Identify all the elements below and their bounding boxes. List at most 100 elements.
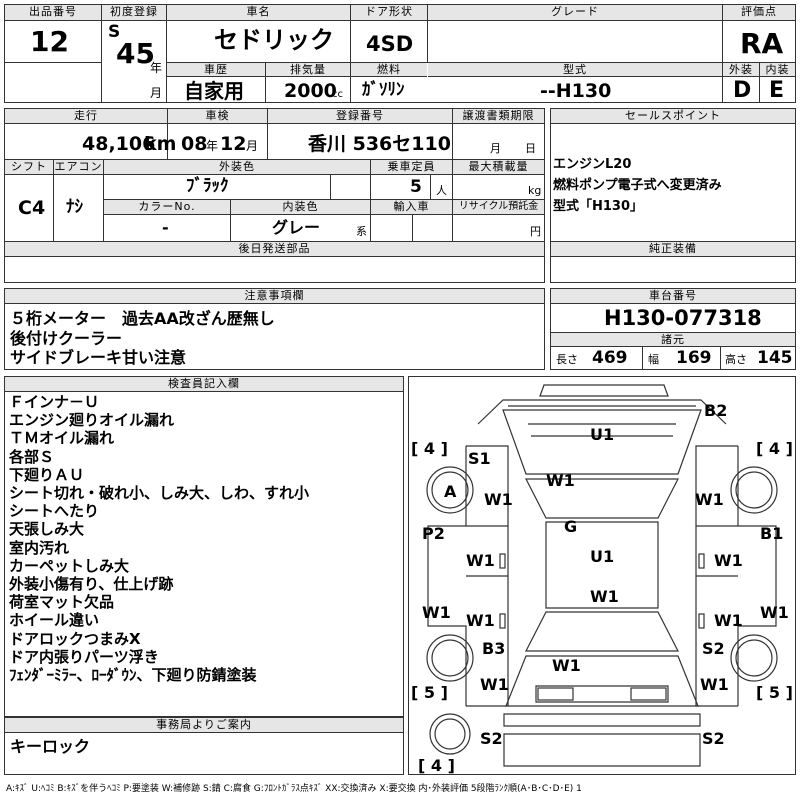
transfer-label: 譲渡書類期限 <box>453 109 544 124</box>
later-parts-label: 後日発送部品 <box>5 242 544 257</box>
sales-line: 燃料ポンプ電子式へ変更済み <box>553 178 722 193</box>
spare-wheel <box>429 713 471 755</box>
mark-b2: B2 <box>704 401 727 420</box>
inspector-line: カーペットしみ大 <box>9 556 130 575</box>
plate-label: 登録番号 <box>268 109 452 124</box>
displacement: 2000 <box>284 80 337 102</box>
rear-panel <box>503 733 701 767</box>
sales-point-label: セールスポイント <box>551 109 795 124</box>
interior-label: 内装 <box>760 63 795 77</box>
notes-line: サイドブレーキ甘い注意 <box>10 348 187 367</box>
chassis-box <box>550 288 796 370</box>
inspector-line: 下廻りＡＵ <box>9 465 85 484</box>
width: 169 <box>676 348 712 368</box>
wheel-rear-left <box>426 634 474 682</box>
genuine-box <box>550 241 796 283</box>
mileage: 48,106 <box>82 133 156 155</box>
inspector-line: シートへたり <box>9 502 100 521</box>
dims-label: 諸元 <box>551 333 795 347</box>
capacity: 5 <box>410 177 422 197</box>
header-table <box>4 4 796 103</box>
front-bumper <box>539 384 669 397</box>
genuine-label: 純正装備 <box>551 242 795 257</box>
plate-number: 香川 536セ110 <box>308 133 451 155</box>
mark-w1-roof: W1 <box>590 587 619 606</box>
mark-s1: S1 <box>468 449 491 468</box>
grade-label: グレード <box>428 5 722 21</box>
wheel-front-right <box>730 466 778 514</box>
chassis-number: H130-077318 <box>604 306 762 330</box>
office-line: キーロック <box>10 737 91 756</box>
mark-w1-rl2: W1 <box>480 675 509 694</box>
windshield <box>525 478 679 519</box>
mark-s2-rear: S2 <box>702 639 725 658</box>
door-label: ドア形状 <box>351 5 427 21</box>
first-reg-year: 45 <box>116 37 155 70</box>
inspection-month: 12 <box>220 133 247 155</box>
notes-line: ５桁メーター 過去AA改ざん歴無し <box>10 309 275 328</box>
displacement-label: 排気量 <box>266 63 350 77</box>
import-label: 輸入車 <box>371 200 452 215</box>
sales-line: 型式「H130」 <box>553 199 644 214</box>
office-lines: キーロック <box>10 737 91 756</box>
mark-a: A <box>444 482 457 501</box>
tire-front-left: [ 4 ] <box>411 439 448 458</box>
inspector-box <box>4 376 404 717</box>
notes-label: 注意事項欄 <box>5 289 544 304</box>
rear-bumper <box>503 713 701 727</box>
left-side <box>427 446 467 706</box>
mark-b3: B3 <box>482 639 505 658</box>
hood <box>502 409 702 475</box>
inspection-label: 車検 <box>168 109 267 124</box>
inspector-line: 外装小傷有り、仕上げ跡 <box>9 575 174 594</box>
front-outline <box>477 399 727 425</box>
interior-color: グレー <box>272 218 321 237</box>
shift: C4 <box>18 197 46 219</box>
color-label: 外装色 <box>104 160 370 175</box>
height: 145 <box>757 348 793 368</box>
mark-s2-br: S2 <box>702 729 725 748</box>
load-label: 最大積載量 <box>453 160 544 175</box>
inspector-line: エンジン廻りオイル漏れ <box>9 411 175 430</box>
exterior-grade: D <box>733 78 752 103</box>
notes-line: 後付けクーラー <box>10 328 123 348</box>
chassis-label: 車台番号 <box>551 289 795 304</box>
right-side <box>737 446 777 706</box>
roof <box>545 521 659 609</box>
wheel-rear-right <box>730 634 778 682</box>
model-name: セドリック <box>214 26 334 54</box>
lot-no: 12 <box>30 25 69 58</box>
mark-p2: P2 <box>422 524 445 543</box>
trunk <box>505 655 699 707</box>
model-code-label: 型式 <box>428 63 722 77</box>
color-no-label: カラーNo. <box>104 200 230 215</box>
mark-w1-rr: W1 <box>760 603 789 622</box>
door-type: 4SD <box>366 32 414 56</box>
color-no: - <box>162 218 169 237</box>
wheel-front-left <box>426 466 474 514</box>
length: 469 <box>592 348 628 368</box>
mark-w1-door-l2: W1 <box>466 611 495 630</box>
tire-front-right: [ 4 ] <box>756 439 793 458</box>
inspector-line: 各部Ｓ <box>9 447 55 466</box>
rear-glass <box>525 611 679 652</box>
mark-w1-trunk: W1 <box>552 656 581 675</box>
inspector-line: ﾌｪﾝﾀﾞｰﾐﾗｰ、ﾛｰﾀﾞｳﾝ、下廻り防錆塗装 <box>9 666 257 685</box>
notes-lines: ５桁メーター 過去AA改ざん歴無し 後付けクーラー サイドブレーキ甘い注意 <box>10 309 275 368</box>
capacity-label: 乗車定員 <box>371 160 452 175</box>
ac: ﾅｼ <box>66 197 83 217</box>
inspector-label: 検査員記入欄 <box>5 377 403 392</box>
mark-w1-fr: W1 <box>695 490 724 509</box>
mark-w1-rr2: W1 <box>700 675 729 694</box>
inspection-year: 08 <box>181 133 208 155</box>
tire-rear-right: [ 5 ] <box>756 683 793 702</box>
legend: A:ｷｽﾞ U:ﾍｺﾐ B:ｷｽﾞを伴うﾍｺﾐ P:要塗装 W:補修跡 S:錆 … <box>6 784 582 794</box>
mark-w1-door-r2: W1 <box>714 611 743 630</box>
inspector-line: ドアロックつまみX <box>9 629 141 648</box>
mark-u1-roof: U1 <box>590 547 614 566</box>
int-color-label: 内装色 <box>231 200 370 215</box>
model-name-label: 車名 <box>167 5 350 21</box>
score-label: 評価点 <box>723 5 795 21</box>
inspector-line: 天張しみ大 <box>9 520 85 539</box>
